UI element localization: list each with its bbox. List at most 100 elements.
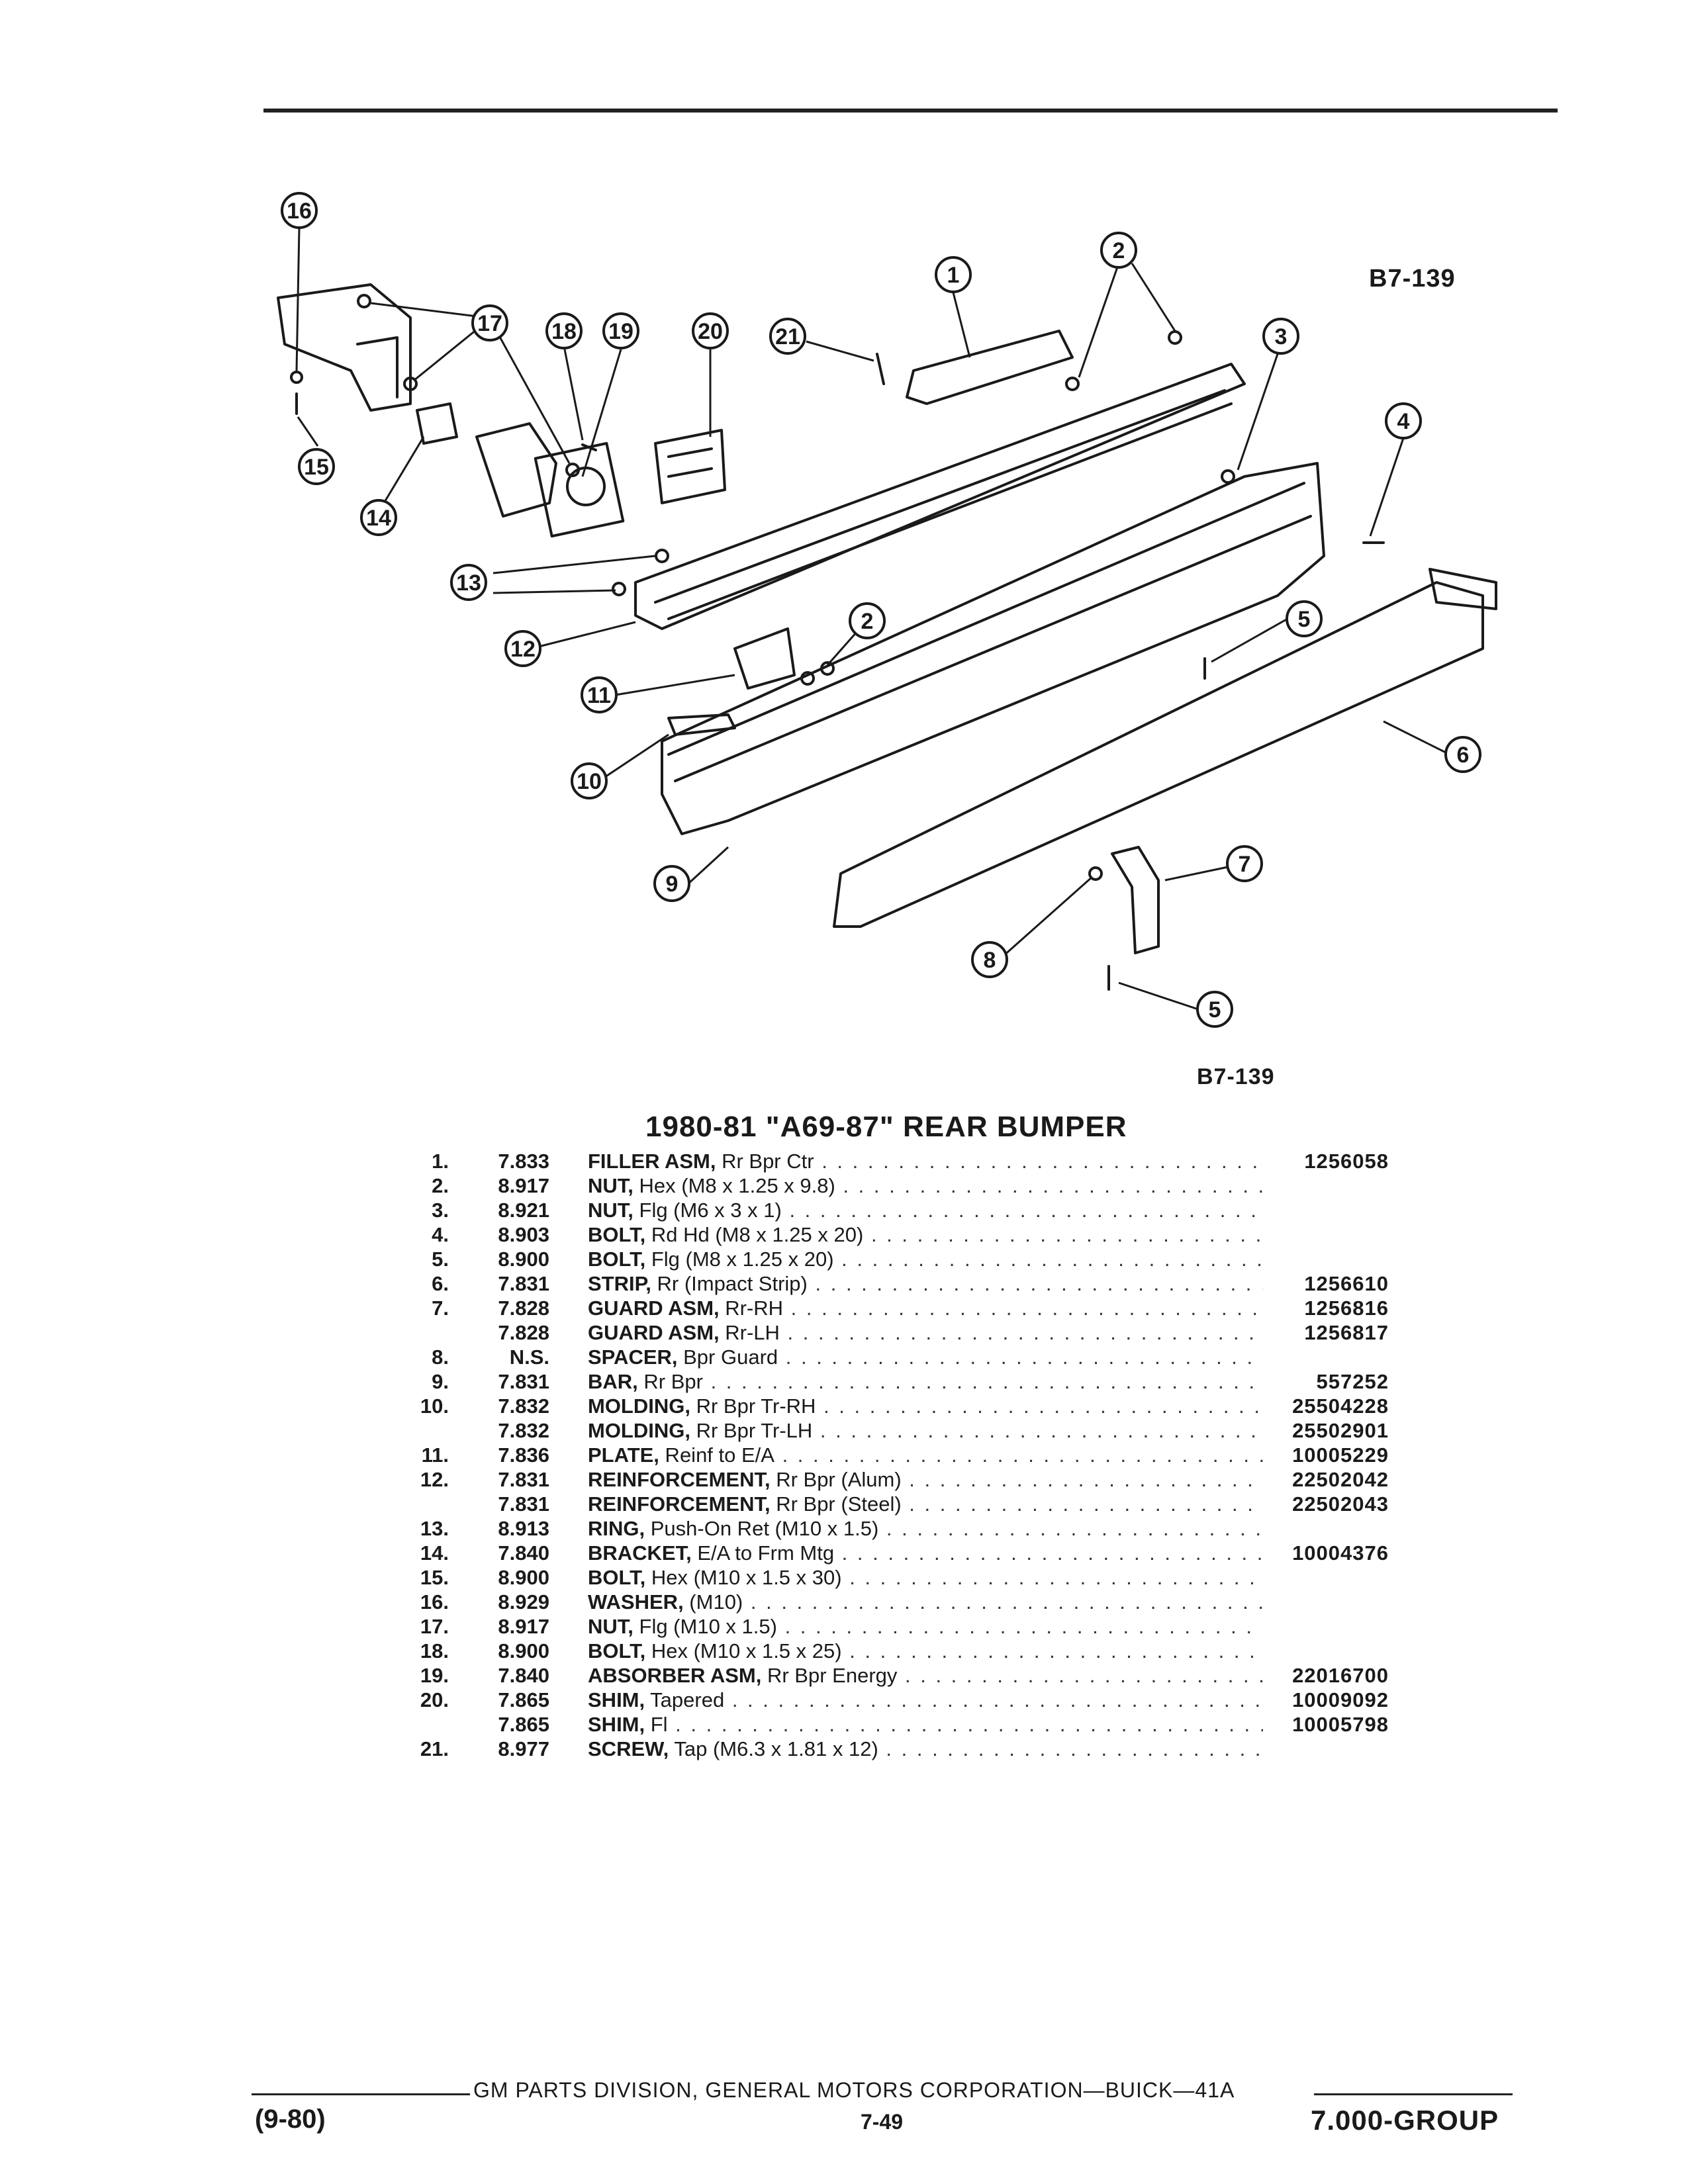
shim-drawing (654, 429, 726, 504)
group-number: 7.831 (498, 1492, 549, 1516)
item-number: 3. (432, 1199, 449, 1222)
group-number: 7.836 (498, 1443, 549, 1467)
part-qualifier: Rr Bpr (Steel) (770, 1492, 902, 1516)
item-number: 5. (432, 1248, 449, 1271)
part-number: 10005229 (1292, 1443, 1389, 1467)
part-number: 1256816 (1304, 1297, 1389, 1320)
impact-strip-drawing (833, 581, 1484, 928)
part-name: SCREW, (588, 1737, 669, 1760)
part-name: ABSORBER ASM, (588, 1664, 762, 1687)
part-name: NUT, (588, 1174, 633, 1197)
leader-dots: . . . . . . . . . . . . . . . . . . . . … (909, 1468, 1263, 1491)
part-description: WASHER, (M10) . . . . . . . . . . . . . … (588, 1590, 1263, 1614)
part-name: BOLT, (588, 1566, 646, 1589)
callout-circle (849, 602, 886, 639)
callout-circle (971, 941, 1008, 978)
callout-circle (298, 448, 335, 485)
leader-dots: . . . . . . . . . . . . . . . . . . . . … (823, 1394, 1263, 1418)
callout-number: 9 (666, 872, 679, 897)
group-number: 8.900 (498, 1566, 549, 1589)
part-description: NUT, Flg (M6 x 3 x 1) . . . . . . . . . … (588, 1198, 1263, 1222)
callout-number: 5 (1209, 997, 1221, 1023)
callout-circle (471, 304, 508, 341)
part-qualifier: Rr-RH (719, 1297, 784, 1320)
part-description: RING, Push-On Ret (M10 x 1.5) . . . . . … (588, 1516, 1263, 1541)
part-description: NUT, Flg (M10 x 1.5) . . . . . . . . . .… (588, 1614, 1263, 1639)
callout-circle (602, 312, 639, 349)
callout-2: 2 (849, 602, 886, 639)
callout-1: 1 (935, 256, 972, 293)
part-description: STRIP, Rr (Impact Strip) . . . . . . . .… (588, 1271, 1263, 1296)
group-number: 7.832 (498, 1419, 549, 1442)
frame-rail-detail (356, 336, 399, 398)
part-name: GUARD ASM, (588, 1321, 720, 1344)
group-number: 7.840 (498, 1541, 549, 1565)
callout-number: 15 (304, 455, 329, 480)
callout-number: 5 (1298, 607, 1311, 632)
item-number: 17. (420, 1615, 449, 1638)
callout-number: 11 (587, 683, 611, 708)
part-qualifier: Reinf to E/A (659, 1443, 774, 1467)
part-qualifier: Flg (M10 x 1.5) (633, 1615, 777, 1638)
leader-dots: . . . . . . . . . . . . . . . . . . . . … (750, 1590, 1263, 1614)
part-name: SHIM, (588, 1713, 645, 1736)
bumper-bar-drawing (661, 462, 1325, 835)
callout-17: 17 (471, 304, 508, 341)
part-qualifier: Rr-LH (719, 1321, 780, 1344)
leader-dots: . . . . . . . . . . . . . . . . . . . . … (787, 1321, 1263, 1344)
callout-number: 7 (1239, 852, 1251, 877)
part-qualifier: Bpr Guard (677, 1345, 778, 1369)
part-qualifier: Hex (M10 x 1.5 x 30) (645, 1566, 842, 1589)
item-number: 4. (432, 1223, 449, 1246)
diagram-reference-top: B7-139 (1369, 265, 1456, 293)
callout-circle (581, 676, 618, 713)
callout-number: 2 (861, 609, 874, 634)
footer-group: 7.000-GROUP (1311, 2105, 1499, 2136)
part-number: 22502043 (1292, 1492, 1389, 1516)
leader-dots: . . . . . . . . . . . . . . . . . . . . … (843, 1174, 1263, 1197)
part-description: GUARD ASM, Rr-LH . . . . . . . . . . . .… (588, 1320, 1263, 1345)
leader-dots: . . . . . . . . . . . . . . . . . . . . … (785, 1345, 1263, 1369)
bolt-18-drawing (581, 443, 597, 451)
nut-17b-drawing (403, 377, 418, 391)
item-number: 15. (420, 1566, 449, 1589)
part-description: REINFORCEMENT, Rr Bpr (Steel) . . . . . … (588, 1492, 1263, 1516)
washer-drawing (290, 371, 303, 384)
callout-10: 10 (571, 762, 608, 799)
callout-number: 13 (456, 570, 481, 596)
part-qualifier: Fl (645, 1713, 668, 1736)
filler-drawing (906, 330, 1074, 405)
nut-17-drawing (357, 294, 371, 308)
callout-number: 14 (366, 506, 391, 531)
part-name: REINFORCEMENT, (588, 1468, 771, 1491)
diagram-parts (277, 283, 1497, 991)
callout-number: 19 (608, 319, 633, 344)
callout-number: 18 (551, 319, 577, 344)
part-description: GUARD ASM, Rr-RH . . . . . . . . . . . .… (588, 1296, 1263, 1320)
callout-5: 5 (1286, 600, 1323, 637)
guard-drawing (1111, 846, 1160, 954)
part-name: BOLT, (588, 1639, 646, 1662)
part-qualifier: Rr Bpr Ctr (716, 1150, 814, 1173)
part-description: SCREW, Tap (M6.3 x 1.81 x 12) . . . . . … (588, 1737, 1263, 1761)
spacer-drawing (1088, 866, 1103, 881)
leader-dots: . . . . . . . . . . . . . . . . . . . . … (675, 1713, 1263, 1736)
ring-13b-drawing (612, 582, 626, 596)
group-number: 8.900 (498, 1639, 549, 1662)
part-number: 22502042 (1292, 1468, 1389, 1491)
callout-circle (692, 312, 729, 349)
part-number: 1256610 (1304, 1272, 1389, 1295)
part-qualifier: Rr Bpr (Alum) (770, 1468, 902, 1491)
callout-5: 5 (1196, 991, 1233, 1028)
group-number: 7.831 (498, 1370, 549, 1393)
item-number: 19. (420, 1664, 449, 1687)
bumper-bar-lines (667, 482, 1312, 782)
part-qualifier: Flg (M8 x 1.25 x 20) (645, 1248, 834, 1271)
leader-dots: . . . . . . . . . . . . . . . . . . . . … (821, 1150, 1263, 1173)
